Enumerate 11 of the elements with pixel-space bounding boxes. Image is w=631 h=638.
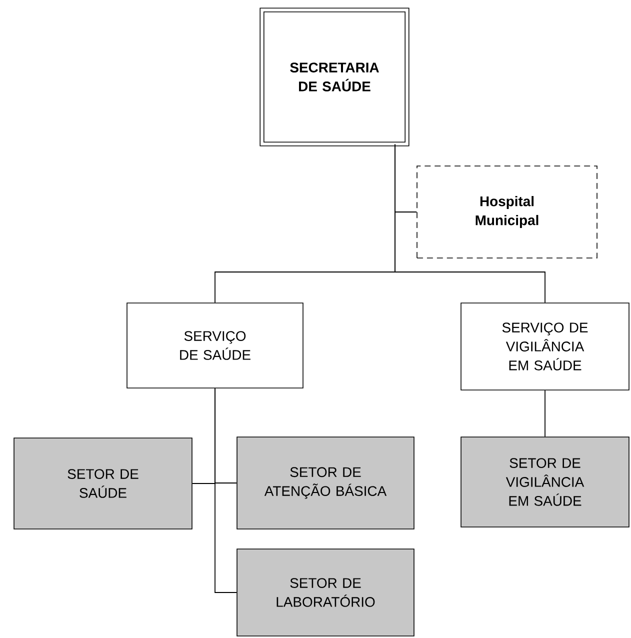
connector-line [544,390,546,438]
unit-box: Hospital Municipal [416,166,598,258]
connector-line [214,388,238,593]
department-box: SECRETARIA DE SAÚDE [260,8,410,146]
connector-line [394,144,546,304]
sector-box: SETOR DE ATENÇÃO BÁSICA [236,436,414,530]
sector-box: SETOR DE LABORATÓRIO [236,548,414,636]
service-box: SERVIÇO DE VIGILÂNCIA EM SAÚDE [460,302,630,390]
sector-box: SETOR DE SAÚDE [14,438,192,530]
sector-box: SETOR DE VIGILÂNCIA EM SAÚDE [460,436,630,528]
service-box: SERVIÇO DE SAÚDE [126,302,304,388]
